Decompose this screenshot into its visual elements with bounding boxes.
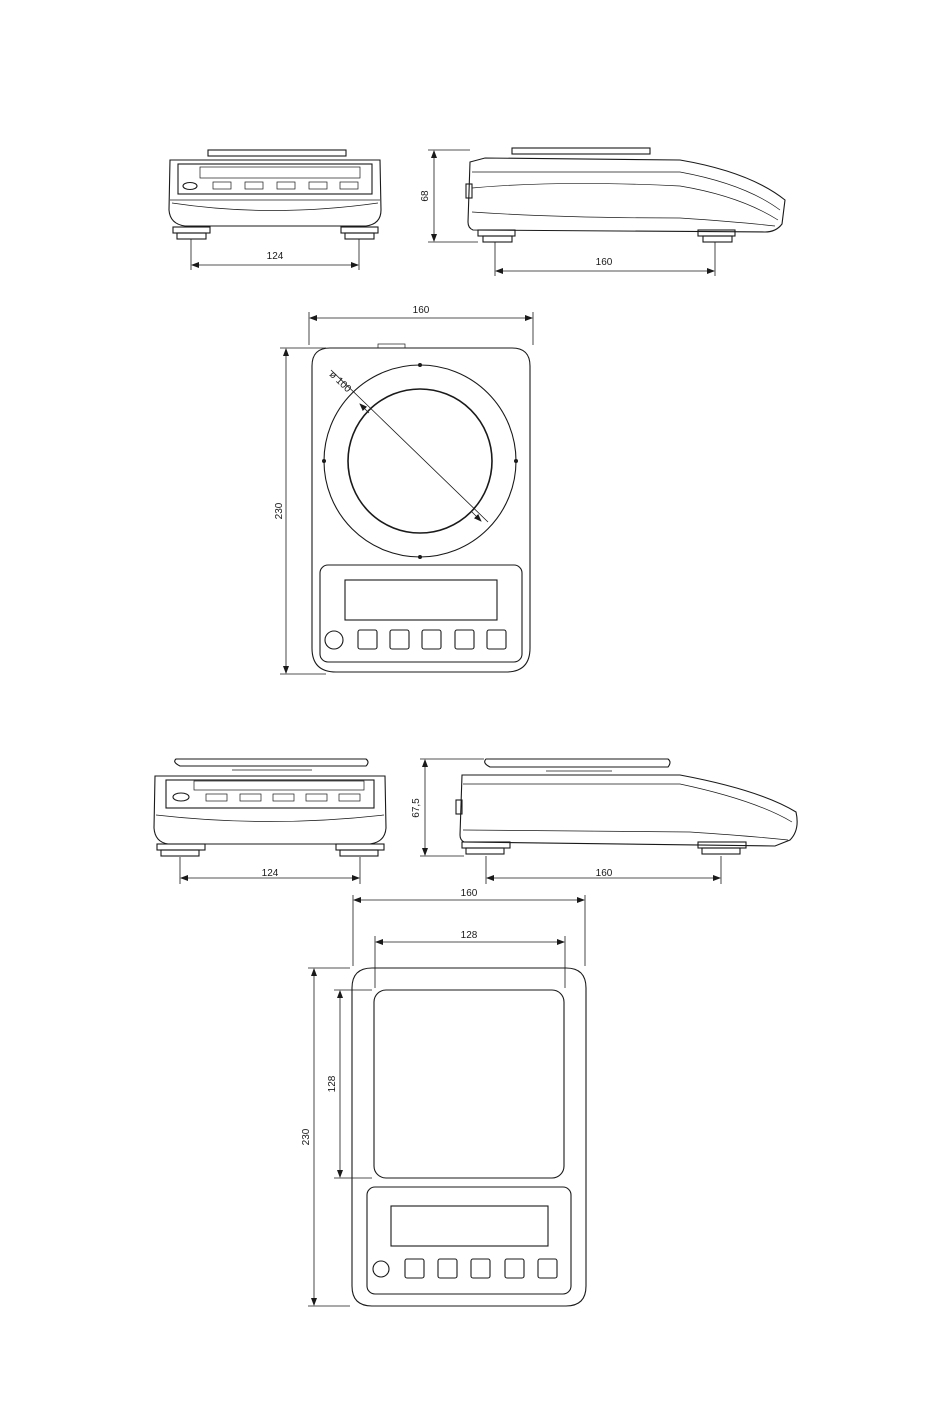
fig1-top-width-label: 160 <box>413 305 430 316</box>
fig1-side-height-label: 68 <box>420 190 431 202</box>
fig2-front-width-label: 124 <box>262 868 279 879</box>
fig1-front-foot-left <box>173 227 210 239</box>
fig1-side-view: 68 160 <box>420 148 785 276</box>
fig2-front-foot-right <box>336 844 384 856</box>
fig1-top-height-label: 230 <box>274 502 285 519</box>
fig2-front-view: 124 <box>154 759 386 884</box>
fig2-side-height-label: 67,5 <box>411 798 422 818</box>
fig1-display-window <box>345 580 497 620</box>
fig1-weighing-pan <box>348 389 492 533</box>
fig2-side-foot-rear <box>698 842 746 854</box>
fig1-side-foot-front <box>478 230 515 242</box>
fig2-front-keys <box>206 794 360 801</box>
fig1-side-depth-label: 160 <box>596 257 613 268</box>
fig2-front-foot-left <box>157 844 205 856</box>
fig1-pan-ring <box>324 365 516 557</box>
fig2-side-depth-label: 160 <box>596 868 613 879</box>
fig1-front-foot-right <box>341 227 378 239</box>
fig2-pan-depth-label: 128 <box>327 1075 338 1092</box>
fig2-pan-width-label: 128 <box>461 930 478 941</box>
fig2-top-view: 160 128 128 230 <box>301 888 586 1306</box>
fig2-top-width-label: 160 <box>461 888 478 899</box>
fig1-front-view: 124 <box>169 150 381 270</box>
fig1-front-width-label: 124 <box>267 251 284 262</box>
fig1-top-view: ø 100 160 230 <box>274 305 533 674</box>
fig2-top-height-label: 230 <box>301 1128 312 1145</box>
fig2-side-view: 67,5 160 <box>411 759 797 884</box>
fig1-front-keys <box>213 182 358 189</box>
fig1-pan-diameter-label: ø 100 <box>327 369 353 395</box>
fig1-keypad <box>358 630 506 649</box>
fig1-power-button <box>325 631 343 649</box>
fig2-side-foot-front <box>462 842 510 854</box>
fig2-weighing-pan <box>374 990 564 1178</box>
fig2-display-window <box>391 1206 548 1246</box>
fig2-power-button <box>373 1261 389 1277</box>
fig2-keypad <box>405 1259 557 1278</box>
